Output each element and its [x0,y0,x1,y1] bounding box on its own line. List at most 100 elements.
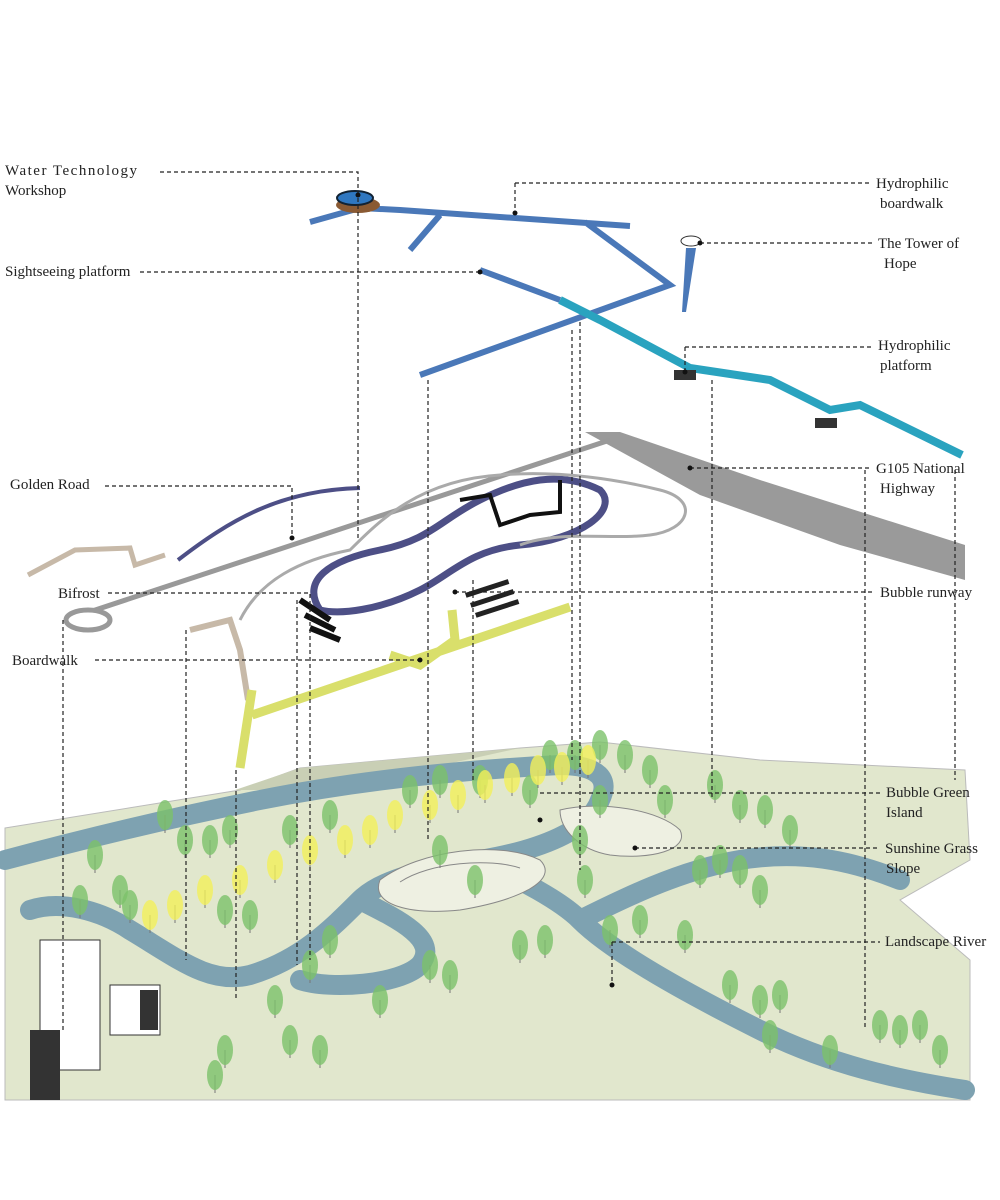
tree-yellow [267,850,283,880]
tree-green [567,740,583,770]
tree-green [372,985,388,1015]
tree-green [177,825,193,855]
tree-green [592,785,608,815]
tree-green [707,770,723,800]
landscape-layer [0,730,975,1101]
tree-yellow [477,770,493,800]
tree-yellow [362,815,378,845]
runway-outer-loop [238,472,687,621]
tree-green [222,815,238,845]
tree-green [872,1010,888,1040]
embankment [235,748,520,790]
tree-green [72,885,88,915]
tree-green [912,1010,928,1040]
tree-green [762,1020,778,1050]
tree-green [657,785,673,815]
tree-green [592,730,608,760]
label-bifrost: Bifrost [58,586,101,602]
tree-green [242,900,258,930]
tree-yellow [142,900,158,930]
tree-green [752,985,768,1015]
tree-green [202,825,218,855]
tree-green [602,915,618,945]
tree-yellow [530,755,546,785]
golden-road [64,437,611,623]
trees [72,730,948,1093]
tree-green [442,960,458,990]
tree-green [282,815,298,845]
tree-green [782,815,798,845]
tree-green [217,895,233,925]
buildings [30,939,161,1100]
tree-green [432,765,448,795]
tree-green [617,740,633,770]
tree-green [207,1060,223,1090]
tree-yellow [450,780,466,810]
tree-green [542,740,558,770]
tree-green [302,950,318,980]
tree-yellow [197,875,213,905]
tree-yellow [167,890,183,920]
tree-green [512,930,528,960]
label-boardwalk: Boardwalk [12,653,78,669]
tree-green [692,855,708,885]
tree-green [642,755,658,785]
g105-national-highway [585,432,965,580]
tree-yellow [232,865,248,895]
label-golden-road: Golden Road [10,477,90,493]
hydrophilic-boardwalk [309,204,677,378]
tree-yellow [387,800,403,830]
tree-green [892,1015,908,1045]
bifrost-pink-path [189,616,251,701]
boardwalk-layer [309,190,964,459]
left-path [26,545,166,578]
tree-green [732,790,748,820]
tree-green [322,800,338,830]
tree-yellow [337,825,353,855]
tree-green [322,925,338,955]
tree-yellow [580,745,596,775]
purple-curve-road [176,486,361,562]
label-bubble-runway: Bubble runway [880,585,973,601]
zigzag-path [459,480,562,528]
tree-green [537,925,553,955]
roads-layer [26,432,965,769]
tree-green [217,1035,233,1065]
tree-yellow [422,790,438,820]
tree-green [722,970,738,1000]
tree-green [122,890,138,920]
platform-2 [815,418,837,428]
platform-1 [674,370,696,380]
tree-green [732,855,748,885]
tree-green [312,1035,328,1065]
runway-bars [465,579,520,618]
tree-green [757,795,773,825]
tree-green [752,875,768,905]
tree-yellow [554,752,570,782]
tree-green [772,980,788,1010]
tree-green [632,905,648,935]
hydrophilic-platform-walk [558,296,964,459]
label-landscape-river: Landscape River [885,934,986,950]
tree-green [282,1025,298,1055]
label-sightseeing-platform: Sightseeing platform [5,264,131,280]
tower-of-hope [680,235,702,312]
bubble-runway [310,475,609,616]
tree-green [157,800,173,830]
tree-green [87,840,103,870]
tree-green [822,1035,838,1065]
landscape-river [0,754,975,1100]
tree-green [467,865,483,895]
yellow-boardwalk [235,602,572,769]
tree-green [267,985,283,1015]
tree-green [577,865,593,895]
